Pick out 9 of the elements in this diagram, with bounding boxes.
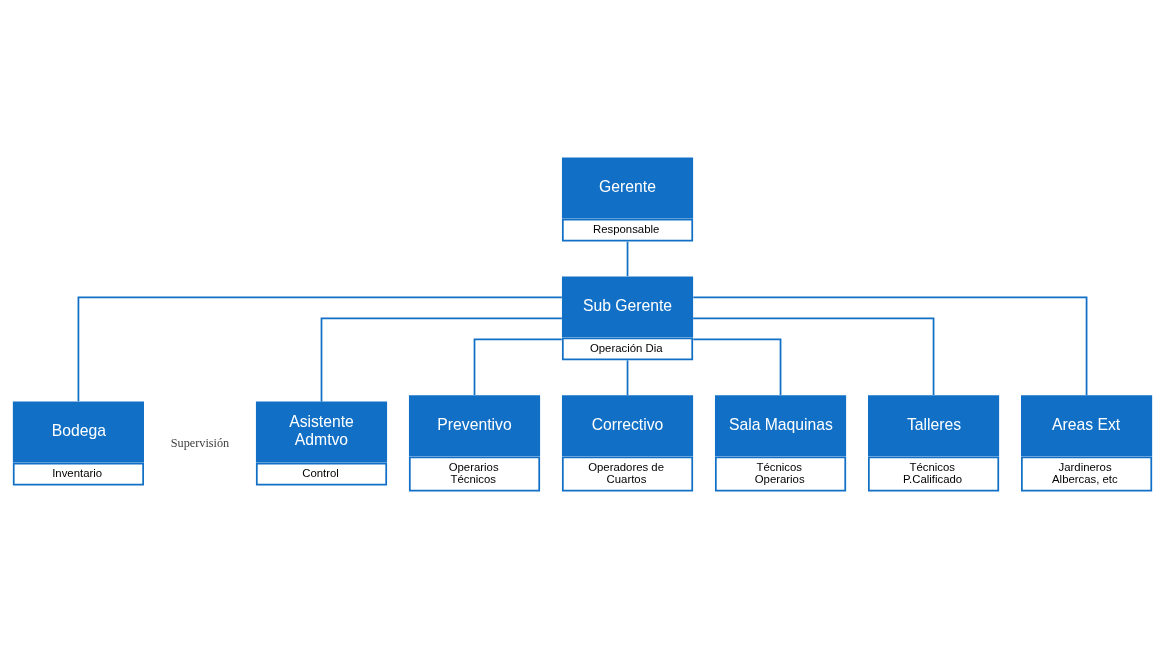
connector [473, 338, 563, 396]
connector [692, 296, 1088, 396]
connector [692, 338, 782, 396]
connector [692, 317, 935, 396]
connector [320, 317, 563, 402]
connector [626, 359, 629, 396]
connector [77, 296, 563, 402]
connector [626, 240, 629, 277]
label: Supervisión [170, 435, 230, 450]
